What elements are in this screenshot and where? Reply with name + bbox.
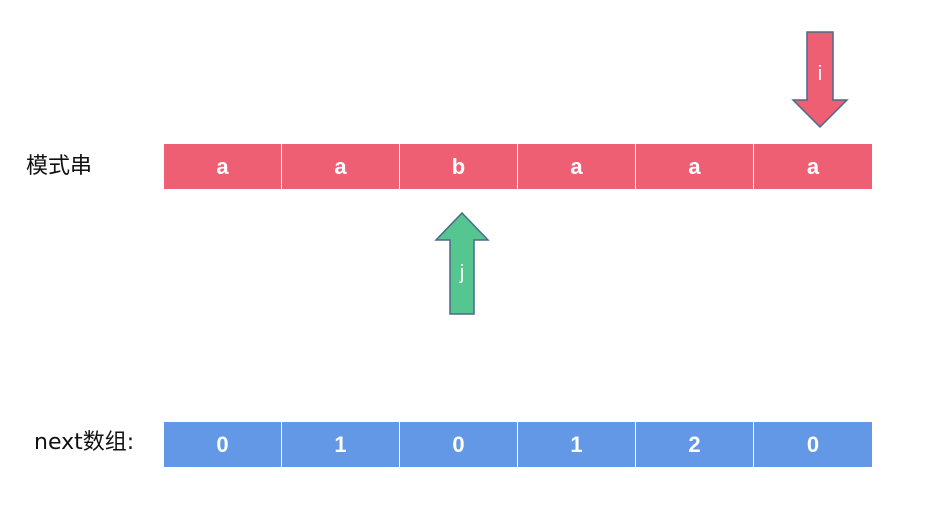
next-cell-0: 0 [164,422,282,467]
pattern-cell-1: a [282,144,400,189]
next-cell-2: 0 [400,422,518,467]
pattern-cell-4: a [636,144,754,189]
pointer-i-arrow-shape [791,31,849,129]
pointer-i-label: i [818,63,822,85]
pattern-string-cells: a a b a a a [164,144,872,189]
pattern-cell-0: a [164,144,282,189]
pattern-cell-2: b [400,144,518,189]
pattern-cell-3: a [518,144,636,189]
next-array-label: next数组: [34,430,135,455]
pointer-j-label: j [459,262,464,284]
pointer-j-arrow-icon: j [434,211,490,315]
pointer-j-arrow-shape [434,211,490,315]
pattern-cell-5: a [754,144,872,189]
next-cell-5: 0 [754,422,872,467]
next-cell-1: 1 [282,422,400,467]
pattern-string-label: 模式串 [26,154,93,179]
next-cell-4: 2 [636,422,754,467]
pointer-i-arrow-icon: i [791,31,849,129]
next-array-cells: 0 1 0 1 2 0 [164,422,872,467]
next-cell-3: 1 [518,422,636,467]
